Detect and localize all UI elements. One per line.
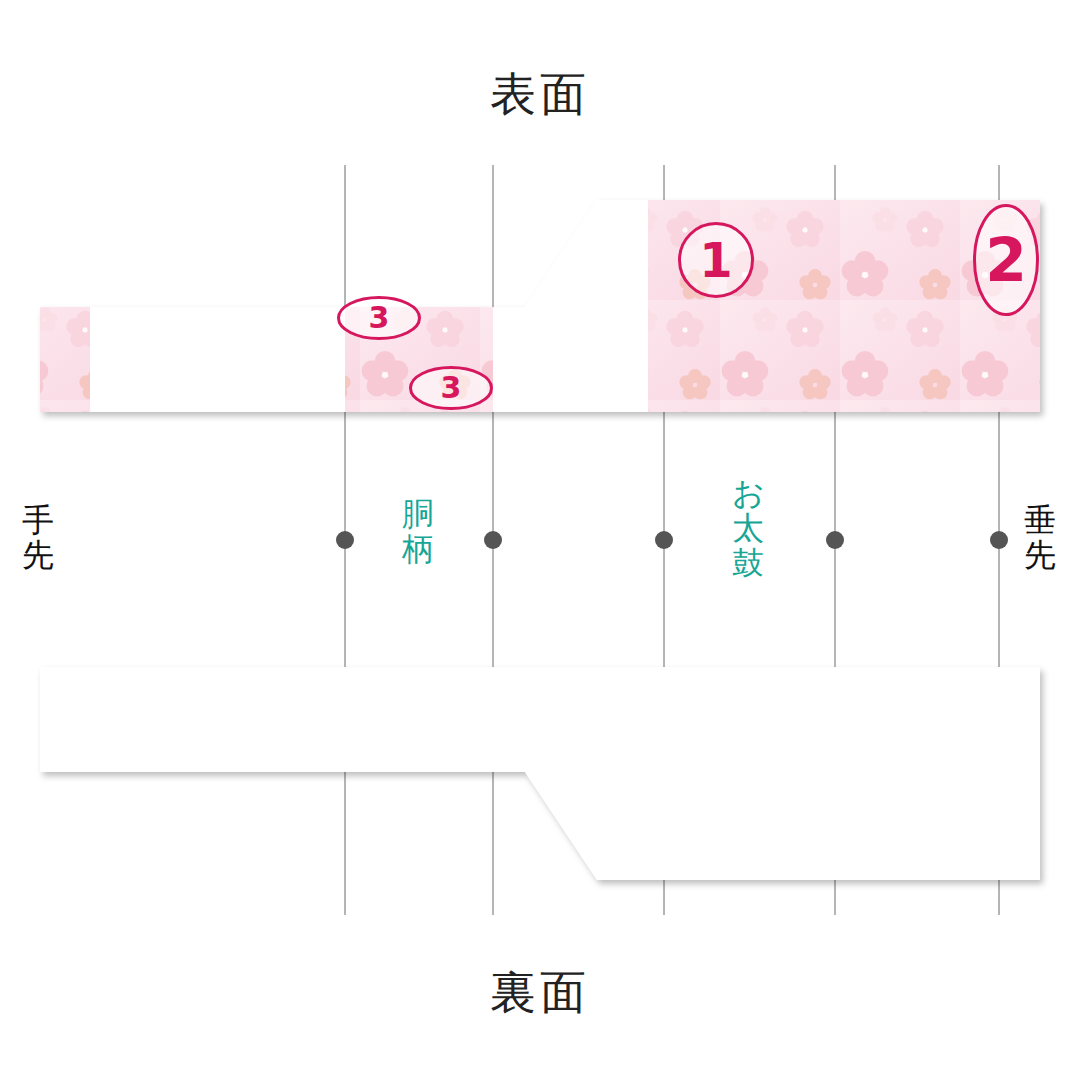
section-label: お太鼓 [732, 476, 764, 582]
callout-circle: 2 [973, 204, 1039, 316]
end-label: 手先 [22, 503, 54, 573]
section-label: 胴柄 [402, 497, 434, 567]
pattern-area [648, 200, 1040, 412]
callout-circle: 3 [409, 366, 493, 410]
marker-dots [336, 531, 1008, 549]
callout-number: 1 [699, 236, 732, 284]
end-label: 垂先 [1024, 503, 1056, 573]
callout-circle: 3 [337, 296, 421, 340]
callout-circle: 1 [678, 222, 754, 298]
callout-number: 3 [441, 373, 462, 403]
callout-number: 3 [369, 303, 390, 333]
pattern-area [40, 307, 90, 412]
callout-number: 2 [985, 230, 1027, 290]
obi-front [40, 200, 1040, 412]
side-heading: 表面 [290, 64, 790, 126]
side-heading: 裏面 [290, 962, 790, 1024]
obi-back [40, 667, 1040, 880]
